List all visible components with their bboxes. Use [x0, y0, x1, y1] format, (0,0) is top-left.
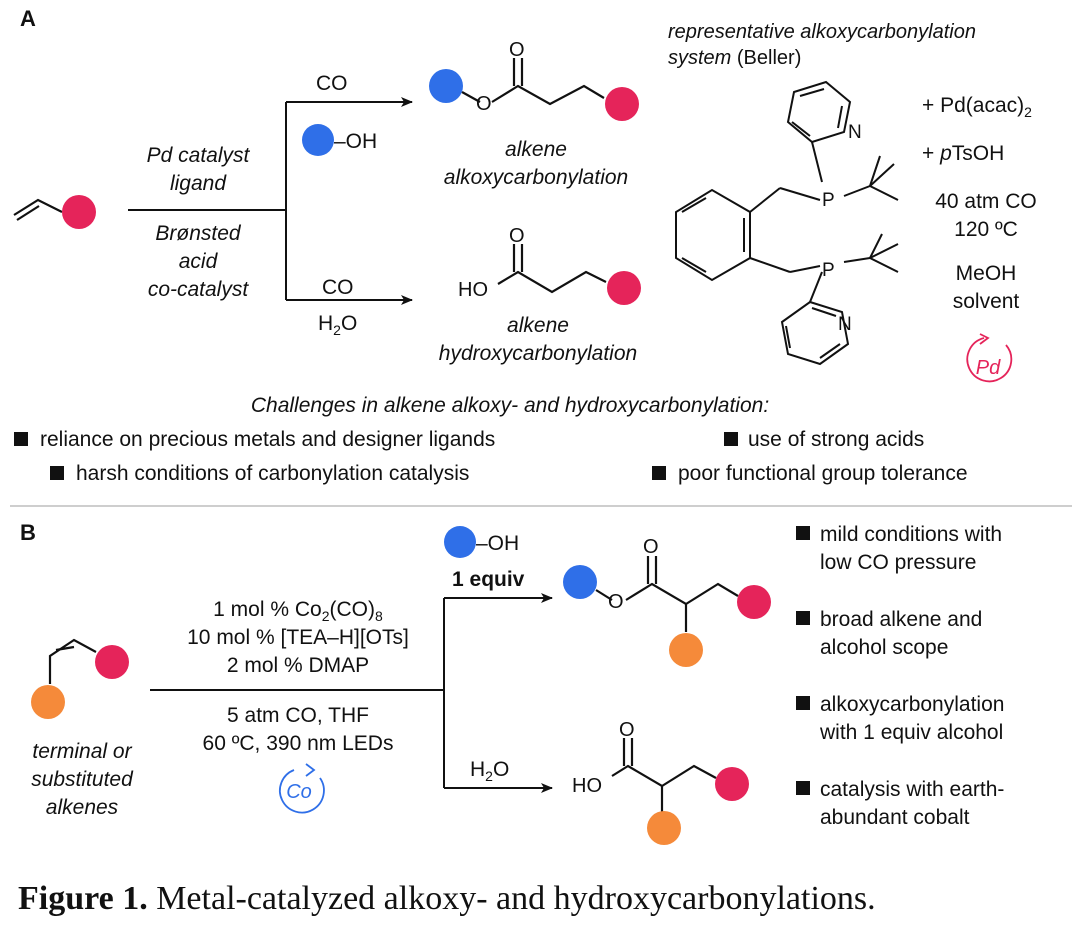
cond-pd-catalyst: Pd catalyst [147, 144, 251, 167]
blue-alkyl-dot [563, 565, 597, 599]
feature-line: alkoxycarbonylation [820, 693, 1004, 716]
red-substituent-dot [607, 271, 641, 305]
reagent-co-top: CO [316, 72, 348, 95]
cond-bronsted: Brønsted [155, 222, 242, 245]
phosphorus-top: P [822, 190, 835, 211]
challenge-item: poor functional group tolerance [678, 462, 968, 485]
label-alkoxycarbonylation: alkoxycarbonylation [444, 166, 628, 189]
reaction-arrows-a [128, 97, 413, 305]
cond-temp-light: 60 ºC, 390 nm LEDs [203, 732, 394, 755]
feature-line: with 1 equiv alcohol [819, 721, 1003, 744]
red-substituent-dot [62, 195, 96, 229]
pyridine-n-bottom: N [838, 314, 852, 335]
condition-pressure-a: 40 atm CO [935, 190, 1037, 213]
cond-dmap: 2 mol % DMAP [227, 654, 369, 677]
cond-ligand: ligand [170, 172, 227, 195]
condition-solvent-a2: solvent [953, 290, 1020, 313]
phosphorus-bottom: P [822, 260, 835, 281]
feature-line: abundant cobalt [820, 806, 970, 829]
caption-label: Figure 1. [18, 880, 148, 917]
acid-product-a [497, 244, 641, 305]
orange-substituent-dot [669, 633, 703, 667]
alkene-substrate-a [13, 195, 96, 229]
carbonyl-oxygen: O [509, 225, 525, 247]
oh-label-a: –OH [334, 130, 377, 153]
system-subtitle: system (Beller) [668, 47, 801, 69]
water-label-a: H2O [318, 312, 357, 338]
hydroxyl-label: HO [572, 775, 602, 797]
blue-alcohol-dot [302, 124, 334, 156]
bullet-square [796, 696, 810, 710]
additive-pd: + Pd(acac)2 [922, 94, 1032, 120]
oh-label-b: –OH [476, 532, 519, 555]
feature-line: catalysis with earth- [820, 778, 1004, 801]
label-alkene-top: alkene [505, 138, 567, 161]
bullet-square [14, 432, 28, 446]
cond-pressure-b: 5 atm CO, THF [227, 704, 369, 727]
substrate-label-2: substituted [31, 768, 134, 791]
cond-cocatalyst: co-catalyst [148, 278, 250, 301]
feature-line: low CO pressure [820, 551, 976, 574]
red-substituent-dot [605, 87, 639, 121]
feature-line: broad alkene and [820, 608, 982, 631]
orange-substituent-dot [647, 811, 681, 845]
carbonyl-oxygen: O [619, 719, 635, 741]
ester-oxygen: O [608, 591, 624, 613]
additive-ptsoh: + pTsOH [922, 142, 1004, 165]
substrate-label-1: terminal or [32, 740, 132, 763]
blue-alcohol-dot [444, 526, 476, 558]
condition-solvent-a: MeOH [956, 262, 1017, 285]
ester-oxygen: O [476, 93, 492, 115]
figure-caption: Figure 1. Metal-catalyzed alkoxy- and hy… [18, 880, 876, 918]
system-title: representative alkoxycarbonylation [668, 21, 976, 43]
cond-acid: acid [179, 250, 219, 273]
cond-cobalt: 1 mol % Co2(CO)8 [213, 598, 383, 624]
reagent-co-bottom: CO [322, 276, 354, 299]
one-equiv-label: 1 equiv [452, 568, 525, 591]
bullet-square [724, 432, 738, 446]
red-substituent-dot [95, 645, 129, 679]
ester-product-a [429, 58, 639, 121]
panel-a-label: A [20, 6, 36, 31]
label-alkene-bottom: alkene [507, 314, 569, 337]
challenge-item: use of strong acids [748, 428, 924, 451]
red-substituent-dot [737, 585, 771, 619]
hydroxyl-label: HO [458, 279, 488, 301]
feature-line: alcohol scope [820, 636, 948, 659]
bullet-square [796, 611, 810, 625]
bullet-square [652, 466, 666, 480]
panel-b-label: B [20, 520, 36, 545]
feature-line: mild conditions with [820, 523, 1002, 546]
bullet-square [796, 781, 810, 795]
label-hydroxycarbonylation: hydroxycarbonylation [439, 342, 637, 365]
substrate-label-3: alkenes [46, 796, 119, 819]
cond-tea: 10 mol % [TEA–H][OTs] [187, 626, 409, 649]
figure-diagram: A CO –OH Pd catalyst ligand Brønsted aci… [10, 6, 1072, 845]
bullet-square [50, 466, 64, 480]
water-label-b: H2O [470, 758, 509, 784]
condition-temp-a: 120 ºC [954, 218, 1018, 241]
challenge-item: reliance on precious metals and designer… [40, 428, 495, 451]
blue-alkyl-dot [429, 69, 463, 103]
challenges-title: Challenges in alkene alkoxy- and hydroxy… [251, 394, 769, 417]
pyridine-n-top: N [848, 122, 862, 143]
reaction-arrows-b [150, 593, 553, 793]
bullet-square [796, 526, 810, 540]
co-cycle-label: Co [286, 781, 312, 803]
co-cycle-icon: Co [279, 763, 325, 814]
alkene-substrate-b [31, 638, 129, 719]
pd-cycle-icon: Pd [966, 333, 1013, 383]
pd-cycle-label: Pd [976, 357, 1001, 379]
acid-product-b [611, 738, 749, 845]
orange-substituent-dot [31, 685, 65, 719]
caption-text: Metal-catalyzed alkoxy- and hydroxycarbo… [147, 880, 876, 917]
carbonyl-oxygen: O [643, 536, 659, 558]
pyridyl-phosphine-ligand [675, 80, 899, 366]
ester-product-b [563, 556, 771, 667]
carbonyl-oxygen: O [509, 39, 525, 61]
challenge-item: harsh conditions of carbonylation cataly… [76, 462, 469, 485]
red-substituent-dot [715, 767, 749, 801]
